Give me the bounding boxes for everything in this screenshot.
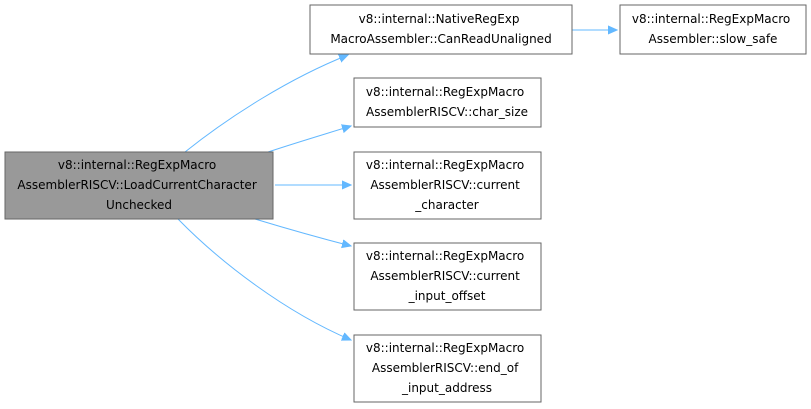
node-current-character-line-1: v8::internal::RegExpMacro	[366, 158, 524, 172]
node-current-character[interactable]: v8::internal::RegExpMacro AssemblerRISCV…	[353, 151, 542, 220]
svg-text:v8::internal::RegExpMacro: v8::internal::RegExpMacro AssemblerRISCV…	[366, 249, 528, 303]
edge-root-to-char-size	[267, 126, 351, 153]
node-current-input-offset-line-2: AssemblerRISCV::current	[370, 269, 520, 283]
svg-text:v8::internal::RegExpMacro: v8::internal::RegExpMacro AssemblerRISCV…	[366, 85, 528, 119]
node-can-read-unaligned[interactable]: v8::internal::NativeRegExp MacroAssemble…	[309, 4, 573, 55]
edge-root-to-end-of-input-address	[177, 218, 351, 340]
node-char-size-line-2: AssemblerRISCV::char_size	[366, 105, 528, 119]
node-end-of-input-address[interactable]: v8::internal::RegExpMacro AssemblerRISCV…	[353, 334, 542, 403]
svg-text:v8::internal::NativeRegExp: v8::internal::NativeRegExp MacroAssemble…	[330, 12, 551, 46]
node-can-read-unaligned-line-2: MacroAssembler::CanReadUnaligned	[330, 32, 551, 46]
node-end-of-input-address-line-2: AssemblerRISCV::end_of	[372, 361, 519, 375]
node-current-character-box	[353, 151, 542, 220]
node-root[interactable]: v8::internal::RegExpMacro AssemblerRISCV…	[4, 151, 274, 220]
node-char-size[interactable]: v8::internal::RegExpMacro AssemblerRISCV…	[353, 77, 542, 128]
node-char-size-box	[353, 77, 542, 128]
node-current-input-offset-line-3: _input_offset	[408, 289, 486, 303]
node-current-input-offset-box	[353, 242, 542, 311]
node-current-input-offset-line-1: v8::internal::RegExpMacro	[366, 249, 524, 263]
node-slow-safe-line-1: v8::internal::RegExpMacro	[632, 12, 790, 26]
svg-text:v8::internal::RegExpMacro: v8::internal::RegExpMacro Assembler::slo…	[632, 12, 794, 46]
node-slow-safe[interactable]: v8::internal::RegExpMacro Assembler::slo…	[619, 4, 807, 55]
node-current-input-offset[interactable]: v8::internal::RegExpMacro AssemblerRISCV…	[353, 242, 542, 311]
node-end-of-input-address-line-1: v8::internal::RegExpMacro	[366, 341, 524, 355]
node-root-line-3: Unchecked	[106, 198, 172, 212]
node-root-line-1: v8::internal::RegExpMacro	[58, 158, 216, 172]
node-current-character-line-3: _character	[414, 198, 479, 212]
node-end-of-input-address-box	[353, 334, 542, 403]
node-current-character-line-2: AssemblerRISCV::current	[370, 178, 520, 192]
edge-root-to-can-read-unaligned	[184, 55, 348, 153]
svg-text:v8::internal::RegExpMacro: v8::internal::RegExpMacro AssemblerRISCV…	[17, 158, 260, 212]
node-can-read-unaligned-line-1: v8::internal::NativeRegExp	[359, 12, 520, 26]
svg-text:v8::internal::RegExpMacro: v8::internal::RegExpMacro AssemblerRISCV…	[366, 158, 528, 212]
node-slow-safe-box	[619, 4, 807, 55]
node-root-line-2: AssemblerRISCV::LoadCurrentCharacter	[17, 178, 256, 192]
node-end-of-input-address-line-3: _input_address	[401, 381, 492, 395]
node-root-box	[4, 151, 274, 220]
svg-text:v8::internal::RegExpMacro: v8::internal::RegExpMacro AssemblerRISCV…	[366, 341, 528, 395]
node-char-size-line-1: v8::internal::RegExpMacro	[366, 85, 524, 99]
node-can-read-unaligned-box	[309, 4, 573, 55]
node-slow-safe-line-2: Assembler::slow_safe	[649, 32, 778, 46]
edge-root-to-current-input-offset	[254, 218, 351, 246]
